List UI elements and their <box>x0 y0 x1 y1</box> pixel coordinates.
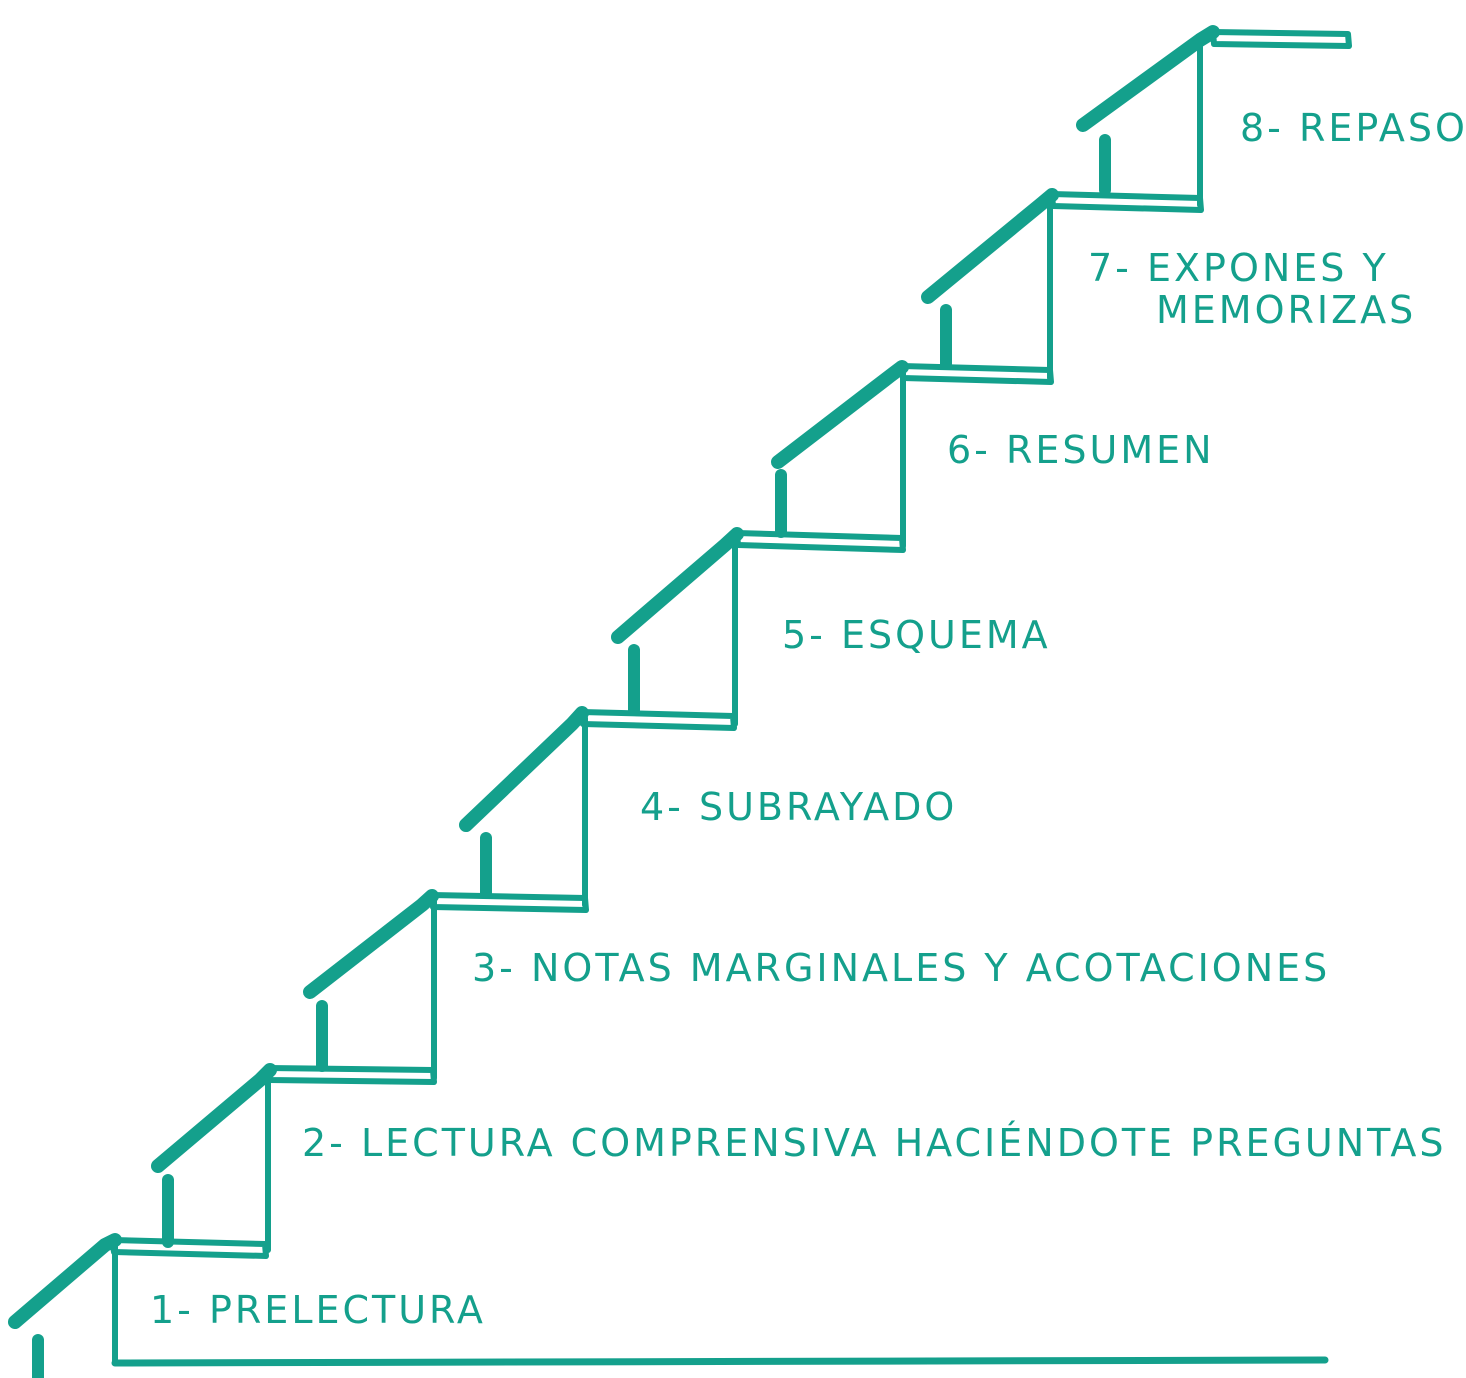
step-1-shape <box>8 1233 269 1378</box>
step-label-7: 7- EXPONES Y MEMORIZAS <box>1088 246 1417 332</box>
step-6-shape <box>771 360 1054 549</box>
step-label-5: 5- ESQUEMA <box>782 613 1051 657</box>
step-label-3: 3- NOTAS MARGINALES Y ACOTACIONES <box>472 946 1331 990</box>
step-3-shape <box>303 889 589 1081</box>
step-text-3: NOTAS MARGINALES Y ACOTACIONES <box>530 946 1331 990</box>
step-label-8: 8- REPASO <box>1240 106 1466 150</box>
step-number-6: 6- <box>947 428 991 472</box>
step-text-8: REPASO <box>1298 106 1466 150</box>
step-number-1: 1- <box>150 1288 194 1332</box>
step-text-4: SUBRAYADO <box>698 785 958 829</box>
step-text-2: LECTURA COMPRENSIVA HACIÉNDOTE PREGUNTAS <box>360 1121 1447 1165</box>
step-number-2: 2- <box>302 1121 346 1165</box>
step-label-2: 2- LECTURA COMPRENSIVA HACIÉNDOTE PREGUN… <box>302 1121 1447 1165</box>
step-5-shape <box>611 527 906 727</box>
step-number-3: 3- <box>472 946 516 990</box>
step-4-shape <box>459 706 737 908</box>
step-7-shape <box>921 188 1204 381</box>
step-text-6: RESUMEN <box>1005 428 1215 472</box>
step-number-7: 7- <box>1088 246 1132 290</box>
step-number-8: 8- <box>1240 106 1284 150</box>
step-number-4: 4- <box>640 785 684 829</box>
step-7-line-2: MEMORIZAS <box>1088 287 1417 332</box>
step-text-1: PRELECTURA <box>208 1288 486 1332</box>
step-number-5: 5- <box>782 613 826 657</box>
step-text-5: ESQUEMA <box>840 613 1051 657</box>
step-label-4: 4- SUBRAYADO <box>640 785 958 829</box>
step-7-line-1: 7- EXPONES Y <box>1088 246 1416 290</box>
step-8-shape <box>1076 25 1352 208</box>
step-text-7: EXPONES Y <box>1146 246 1389 290</box>
step-2-shape <box>151 1063 437 1253</box>
ground-line <box>111 1356 1329 1367</box>
step-text-7-line2: MEMORIZAS <box>1156 287 1417 332</box>
step-label-1: 1- PRELECTURA <box>150 1288 486 1332</box>
step-label-6: 6- RESUMEN <box>947 428 1215 472</box>
